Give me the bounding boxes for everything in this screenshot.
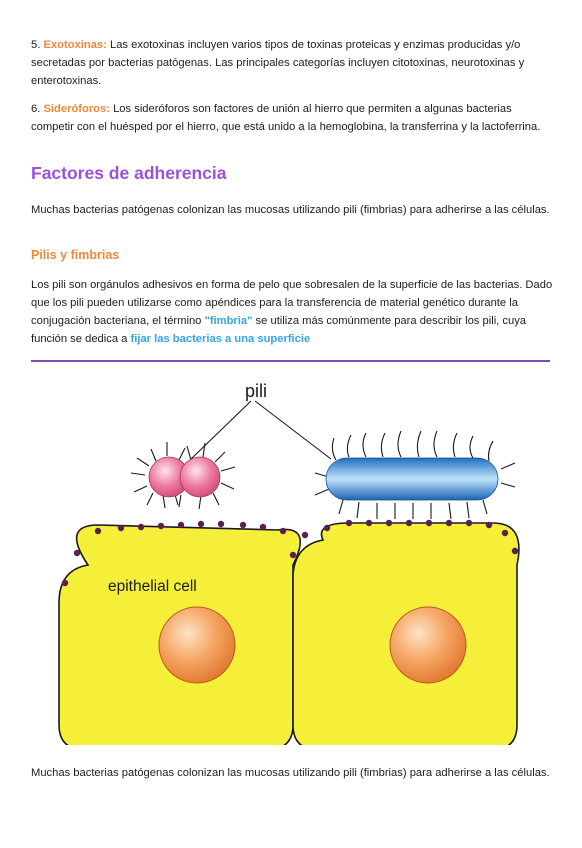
subsection-heading: Pilis y fimbrias — [31, 248, 120, 262]
pili-label-lines — [190, 400, 332, 460]
bacillus-pili — [314, 430, 516, 520]
pili-label: pili — [245, 381, 267, 401]
item-number: 5. — [31, 39, 41, 51]
quoted-term: "fimbria" — [204, 315, 253, 327]
nucleus-right — [389, 606, 467, 684]
surface-link[interactable]: fijar las bacterias a una superficie — [130, 333, 311, 345]
bacillus-bacterium — [325, 457, 499, 501]
nucleus-left — [158, 606, 236, 684]
cocci-pili — [130, 442, 236, 510]
figure-caption: Muchas bacterias patógenas colonizan las… — [31, 767, 550, 779]
divider — [31, 360, 550, 362]
item-text: Los sideróforos son factores de unión al… — [31, 103, 541, 133]
adhesion-illustration: pili epithelial cell — [57, 381, 523, 750]
term-exotoxins: Exotoxinas: — [43, 39, 107, 51]
list-item-siderophores: 6. Sideróforos: Los sideróforos son fact… — [31, 100, 553, 136]
coccus-bacterium-right — [179, 456, 221, 498]
paragraph-text: se utiliza más comúnmente para describir… — [31, 315, 527, 345]
epithelial-cell-label: epithelial cell — [108, 578, 197, 595]
section-heading: Factores de adherencia — [31, 163, 227, 183]
item-number: 6. — [31, 103, 41, 115]
item-text: Las exotoxinas incluyen varios tipos de … — [31, 39, 525, 87]
intro-paragraph: Muchas bacterias patógenas colonizan las… — [31, 204, 550, 216]
pili-paragraph: Los pili son orgánulos adhesivos en form… — [31, 276, 553, 348]
membrane-receptors — [61, 519, 519, 587]
list-item-exotoxins: 5. Exotoxinas: Las exotoxinas incluyen v… — [31, 36, 553, 90]
term-siderophores: Sideróforos: — [43, 103, 110, 115]
paragraph-text: Los pili son orgánulos adhesivos en form… — [31, 279, 553, 327]
